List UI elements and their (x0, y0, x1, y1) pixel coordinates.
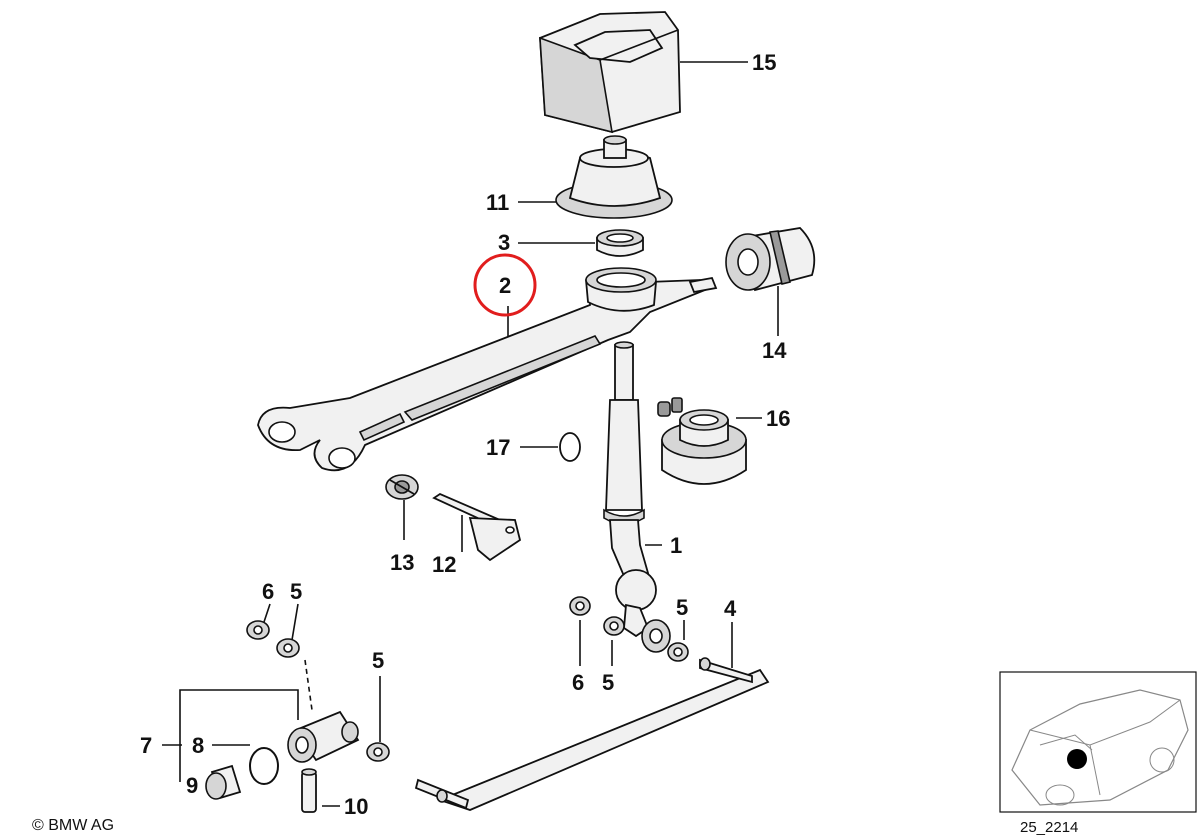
washer-6-right[interactable] (569, 596, 591, 616)
label-part-8: 8 (192, 733, 204, 758)
part-1-shift-lever[interactable] (603, 341, 671, 653)
label-part-11: 11 (486, 190, 509, 215)
part-2-shift-arm[interactable] (257, 267, 718, 472)
part-17-o-ring[interactable] (559, 432, 581, 462)
part-11-rubber-boot[interactable] (555, 135, 673, 219)
label-part-5-left: 5 (290, 579, 302, 604)
label-part-14: 14 (762, 338, 787, 363)
label-part-7: 7 (140, 733, 152, 758)
part-8-ring[interactable] (249, 747, 279, 785)
label-part-5-middle: 5 (372, 648, 384, 673)
part-15-boot-cover[interactable] (539, 11, 681, 134)
washer-6-left[interactable] (246, 620, 270, 640)
washer-5-right-upper[interactable] (667, 642, 689, 662)
part-12-bracket[interactable] (432, 492, 522, 562)
label-part-10: 10 (344, 794, 368, 819)
part-13-damper[interactable] (385, 474, 419, 500)
part-7-joint[interactable] (287, 710, 360, 763)
label-part-6-right: 6 (572, 670, 584, 695)
washer-5-lower[interactable] (366, 742, 390, 762)
label-part-5-upper-right: 5 (676, 595, 688, 620)
dash-axis-line (304, 659, 313, 711)
part-10-pin[interactable] (301, 768, 317, 813)
part-16-bearing[interactable] (657, 397, 747, 485)
location-marker-dot (1067, 749, 1087, 769)
label-part-17: 17 (486, 435, 510, 460)
part-14-rubber-bushing[interactable] (725, 227, 816, 292)
label-part-9: 9 (186, 773, 198, 798)
leader-line-6-left (263, 603, 271, 623)
part-4-shift-rod[interactable] (414, 657, 770, 811)
label-part-6-left: 6 (262, 579, 274, 604)
washer-5-right-lower[interactable] (603, 616, 625, 636)
label-part-13: 13 (390, 550, 414, 575)
label-part-12: 12 (432, 552, 456, 577)
drawing-number-label: 25_2214 (1020, 819, 1078, 836)
label-part-1: 1 (670, 533, 682, 558)
label-part-4: 4 (724, 596, 737, 621)
washer-5-left[interactable] (276, 638, 300, 658)
label-part-15: 15 (752, 50, 776, 75)
highlight-circle-part-2 (473, 253, 537, 317)
vehicle-reference-inset (999, 671, 1197, 813)
copyright-label: © BMW AG (32, 817, 114, 834)
label-part-16: 16 (766, 406, 790, 431)
leader-line-5-left (291, 603, 299, 641)
label-part-5-right: 5 (602, 670, 614, 695)
part-9-sleeve[interactable] (205, 764, 242, 800)
bracket-line-7 (179, 689, 299, 745)
label-part-2: 2 (499, 273, 511, 298)
part-3-bushing[interactable] (596, 229, 644, 257)
label-part-3: 3 (498, 230, 510, 255)
